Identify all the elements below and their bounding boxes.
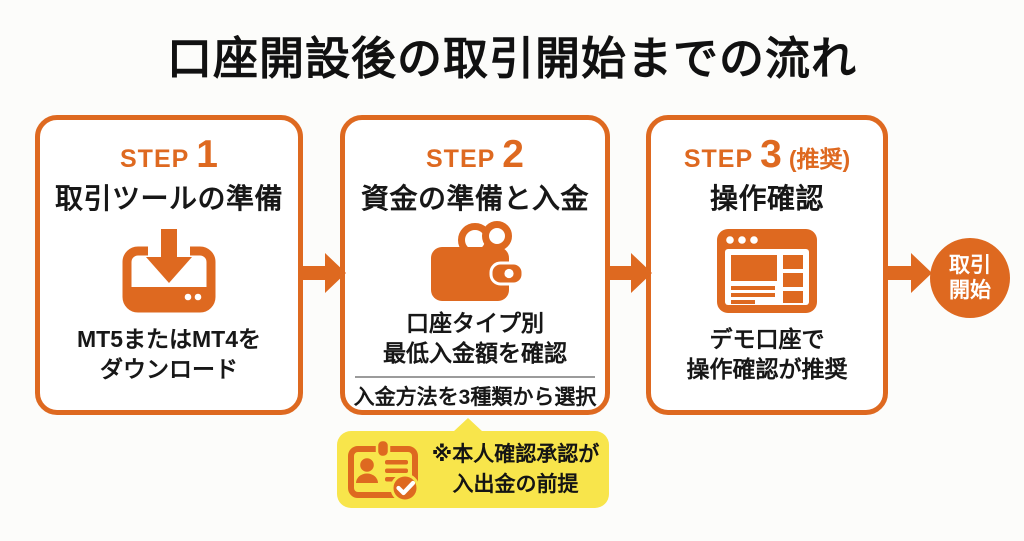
goal-line2: 開始 [949,279,991,302]
step-1-header: STEP 1 [120,135,218,174]
note-line2: 入出金の前提 [452,472,579,496]
download-device-icon [122,229,216,313]
step-3-title: 操作確認 [709,183,824,214]
step-2-desc-line1: 口座タイプ別 [406,310,544,336]
connector-arrow-icon [886,245,932,301]
note-notch [453,418,483,432]
connector-arrow-icon [300,245,346,301]
step-3-desc-line2: 操作確認が推奨 [686,355,848,382]
step-2-header: STEP 2 [426,135,524,174]
wallet-icon [425,221,525,303]
step-1-description: MT5またはMT4を ダウンロード [77,325,261,385]
step-label: STEP [426,145,496,173]
step-2-title: 資金の準備と入金 [360,183,589,214]
goal-badge: 取引 開始 [930,238,1010,318]
step-3-header: STEP 3 (推奨) [684,135,850,174]
note-bubble: ※本人確認承認が 入出金の前提 [337,418,609,508]
note-line1: ※本人確認承認が [431,443,600,467]
connector-arrow-icon [606,245,652,301]
note-text: ※本人確認承認が 入出金の前提 [430,440,601,499]
step-1-title: 取引ツールの準備 [54,183,283,214]
step-1-card: STEP 1 取引ツールの準備 MT5またはMT4を ダウンロード [35,115,303,415]
browser-window-icon [717,229,817,313]
step-number: 3 [760,133,782,176]
step-number: 2 [502,133,524,176]
step-2-desc-line2: 最低入金額を確認 [383,339,567,366]
step-3-description: デモ口座で 操作確認が推奨 [687,325,848,385]
step-2-description: 口座タイプ別 最低入金額を確認 [383,309,567,369]
step-recommended-suffix: (推奨) [788,146,851,172]
step-3-desc-line1: デモ口座で [709,326,825,352]
goal-line1: 取引 [949,253,991,277]
id-card-check-icon [348,437,422,503]
step-3-card: STEP 3 (推奨) 操作確認 デモ口座で 操作確認が推奨 [646,115,888,415]
step-1-desc-line2: ダウンロード [100,355,238,382]
deposit-methods-note: 入金方法を3種類から選択 [353,385,597,409]
step-label: STEP [120,145,190,173]
step-label: STEP [683,145,754,173]
page-title: 口座開設後の取引開始までの流れ [166,33,857,84]
step-2-card: STEP 2 資金の準備と入金 口座タイプ別 最低入金額を確認 入金方法を3種類… [340,115,610,415]
step-1-desc-line1: MT5またはMT4を [77,326,261,352]
divider [355,375,595,378]
step-number: 1 [196,133,218,176]
